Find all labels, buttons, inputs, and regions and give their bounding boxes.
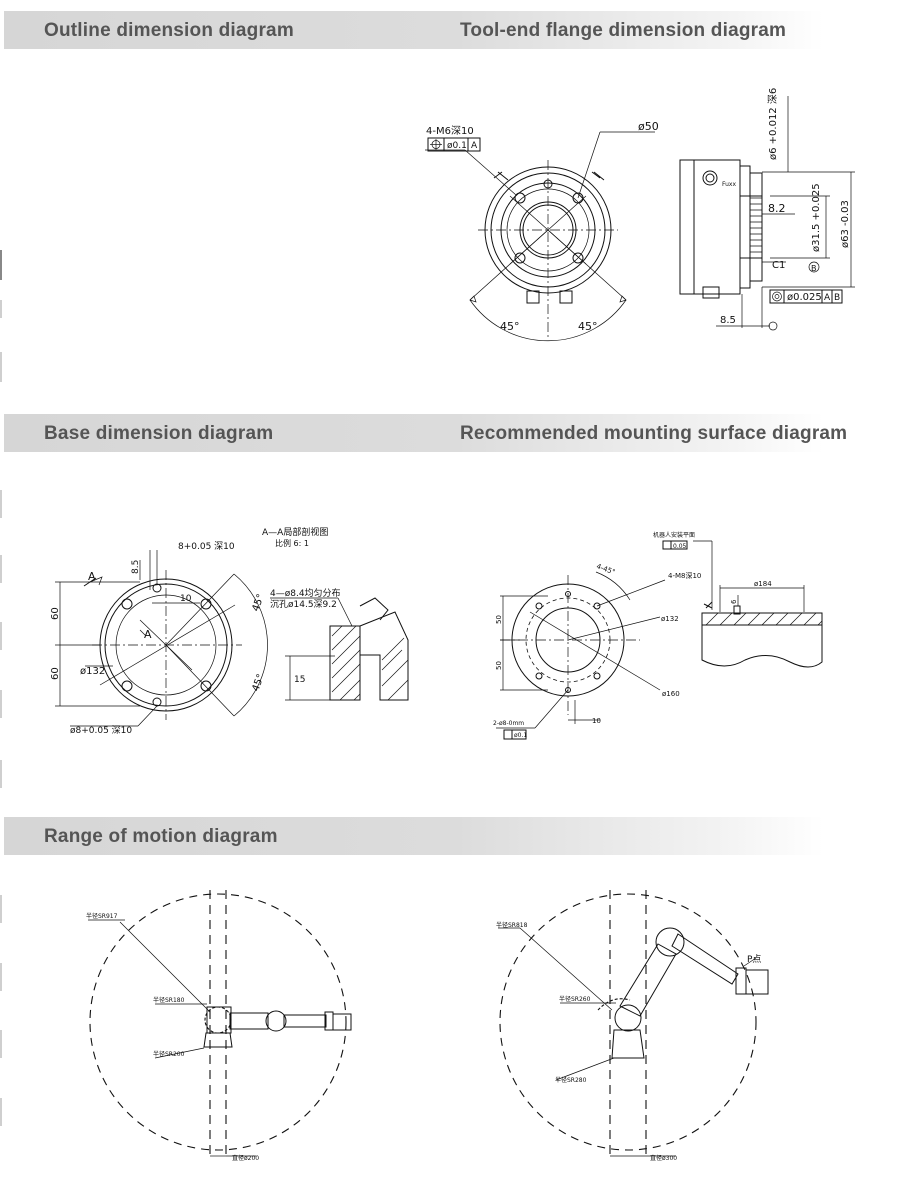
base-dia132: ø132 (80, 666, 105, 677)
base-bottom-hole: ø8+0.05 深10 (70, 725, 132, 736)
mount-dim50b: 50 (495, 661, 503, 670)
flange-runout-tol: ø0.025 (787, 292, 822, 303)
flange-angle-right: 45° (578, 320, 598, 333)
flange-dim315: ø31.5 +0.025 (811, 183, 822, 252)
motion-title: Range of motion diagram (44, 826, 278, 847)
base-holes: 4—ø8.4均匀分布 (270, 587, 341, 599)
flange-dim85: 8.5 (720, 315, 736, 326)
motion-left-sr200: 半径SR200 (153, 1050, 185, 1058)
section-band-middle (4, 414, 824, 452)
motion-right-dia300: 直径ø300 (650, 1154, 677, 1162)
flange-dia50: ø50 (638, 120, 659, 133)
outline-title: Outline dimension diagram (44, 20, 294, 41)
mount-dim10: 10 (592, 717, 601, 725)
flange-runout-a: A (824, 293, 831, 303)
mount-dim50a: 50 (495, 615, 503, 624)
motion-right-sr818: 半径SR818 (496, 921, 528, 929)
margin-tick (0, 895, 2, 923)
margin-tick (0, 622, 2, 650)
flange-dim63: ø63 -0.03 (840, 200, 851, 248)
margin-tick (0, 352, 2, 382)
flange-logo-text: Fuxx (722, 181, 736, 188)
mount-dia184: ø184 (754, 580, 772, 588)
mount-pos-tol: ø0.1 (514, 732, 527, 739)
motion-left-sr180: 半径SR180 (153, 996, 185, 1004)
motion-left-sr917: 半径SR917 (86, 912, 118, 920)
flange-title: Tool-end flange dimension diagram (460, 20, 787, 41)
flange-dim82: 8.2 (768, 202, 786, 215)
base-dim60b: 60 (50, 667, 61, 680)
base-dim15: 15 (294, 675, 305, 685)
base-top-hole: 8+0.05 深10 (178, 541, 235, 552)
mount-dia160: ø160 (662, 690, 680, 698)
section-band-top (4, 11, 824, 49)
base-dim60a: 60 (50, 607, 61, 620)
flange-datum-b: B (811, 264, 817, 273)
mount-dia132: ø132 (661, 615, 679, 623)
flange-holes-datum: A (471, 141, 478, 151)
flange-angle-left: 45° (500, 320, 520, 333)
mount-pin: 2-ø8-0mm (493, 720, 524, 727)
flange-c1: C1 (772, 260, 785, 271)
flange-pin: ø6 +0.012 深6 (767, 88, 779, 160)
mount-thread: 4-M8深10 (668, 571, 701, 580)
base-section-scale: 比例 6: 1 (275, 538, 309, 548)
flange-holes-label: 4-M6深10 (426, 125, 474, 137)
margin-tick (0, 760, 2, 788)
margin-tick (0, 490, 2, 518)
margin-tick (0, 1098, 2, 1126)
section-band-bottom (4, 817, 824, 855)
mount-title: Recommended mounting surface diagram (460, 423, 848, 444)
margin-tick (0, 555, 2, 583)
motion-right-sr260: 半径SR260 (559, 995, 591, 1003)
margin-tick (0, 1030, 2, 1058)
base-dim85: 8.5 (131, 560, 141, 574)
base-section-title: A—A局部剖视图 (262, 526, 328, 538)
mount-flatness-note: 机器人安装平面 (653, 531, 695, 539)
base-counterbore: 沉孔ø14.5深9.2 (270, 599, 337, 610)
margin-tick (0, 300, 2, 318)
flange-holes-tol: ø0.1 (447, 141, 467, 151)
base-mark-a2: A (144, 628, 152, 641)
mount-dim6: 6 (730, 599, 738, 604)
base-title: Base dimension diagram (44, 423, 274, 444)
mount-flatness-tol: 0.05 (673, 543, 687, 550)
motion-right-sr280: 半径SR280 (555, 1076, 587, 1084)
flange-runout-b: B (834, 293, 840, 303)
base-mark-a1: A (88, 570, 96, 583)
motion-right-p-point: P点 (747, 954, 761, 965)
base-dim10: 10 (180, 594, 192, 604)
margin-tick (0, 963, 2, 991)
margin-tick (0, 690, 2, 718)
margin-tick (0, 250, 2, 280)
motion-left-dia200: 直径ø200 (232, 1154, 259, 1162)
